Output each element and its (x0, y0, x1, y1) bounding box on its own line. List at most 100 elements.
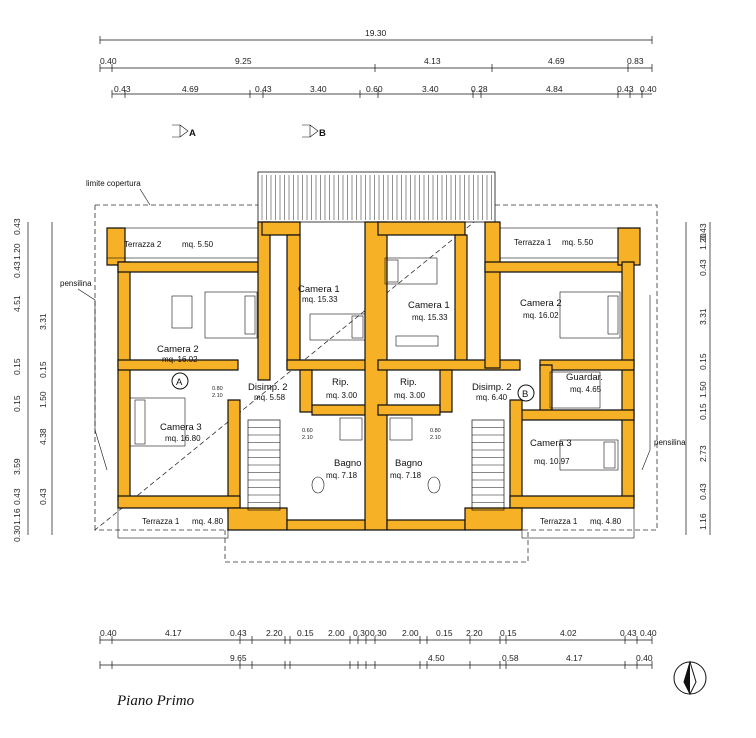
svg-text:0.43: 0.43 (698, 223, 708, 240)
svg-text:0.15: 0.15 (12, 358, 22, 375)
camera3-right-label: Camera 3 (530, 438, 572, 449)
svg-text:3.31: 3.31 (698, 308, 708, 325)
pensilina: pensilina pensilina (60, 279, 686, 471)
svg-text:4.02: 4.02 (560, 628, 577, 638)
dim-r3-5: 3.40 (422, 84, 439, 94)
dim-r3-6: 0.28 (471, 84, 488, 94)
terraces (106, 227, 635, 539)
svg-text:0.15: 0.15 (297, 628, 314, 638)
room-labels-right: Terrazza 1 mq. 5.50 Camera 1 mq. 15.33 C… (390, 238, 622, 526)
dim-r3-4: 0.60 (366, 84, 383, 94)
bagno-left-label: Bagno (334, 458, 361, 469)
camera2-left-label: Camera 2 (157, 344, 199, 355)
rip-left-label: Rip. (332, 377, 349, 388)
dim-r3-0: 0.43 (114, 84, 131, 94)
svg-text:1.20: 1.20 (12, 243, 22, 260)
dim-r2-3: 4.69 (548, 56, 565, 66)
svg-text:0.43: 0.43 (38, 488, 48, 505)
svg-text:0.15: 0.15 (698, 353, 708, 370)
svg-text:0.30: 0.30 (12, 525, 22, 542)
pensilina-left-label: pensilina (60, 279, 92, 288)
terrazza1-left-area: mq. 4.80 (192, 517, 224, 526)
svg-text:1.16: 1.16 (12, 508, 22, 525)
terrazza1-top-area: mq. 5.50 (562, 238, 594, 247)
dim-r3-7: 4.84 (546, 84, 563, 94)
svg-text:4.38: 4.38 (38, 428, 48, 445)
camera1-right-area: mq. 15.33 (412, 313, 448, 322)
dim-r3-2: 0.43 (255, 84, 272, 94)
disimp2-right-area: mq. 6.40 (476, 393, 508, 402)
svg-text:0.30: 0.30 (353, 628, 370, 638)
svg-text:4.17: 4.17 (566, 653, 583, 663)
svg-text:2.10: 2.10 (302, 435, 313, 441)
limite-copertura-label: limite copertura (86, 179, 141, 188)
svg-text:0.43: 0.43 (620, 628, 637, 638)
svg-text:0.15: 0.15 (500, 628, 517, 638)
dim-r2-2: 4.13 (424, 56, 441, 66)
svg-text:A: A (176, 377, 183, 388)
svg-text:4.50: 4.50 (428, 653, 445, 663)
svg-text:0.15: 0.15 (12, 395, 22, 412)
camera2-left-area: mq. 16.02 (162, 355, 198, 364)
bagno-left-area: mq. 7.18 (326, 471, 358, 480)
svg-text:4.17: 4.17 (165, 628, 182, 638)
furniture (129, 257, 621, 494)
dim-r2-0: 0.40 (100, 56, 117, 66)
svg-text:0.40: 0.40 (636, 653, 653, 663)
svg-text:0.15: 0.15 (698, 403, 708, 420)
pensilina-right-label: pensilina (654, 438, 686, 447)
dim-r2-1: 9.25 (235, 56, 252, 66)
svg-text:B: B (319, 128, 326, 139)
compass-north-icon (673, 660, 707, 696)
top-dimensions: 19.30 0.40 9.25 4.13 4.69 0.83 (99, 28, 657, 98)
svg-text:9.65: 9.65 (230, 653, 247, 663)
camera2-right-area: mq. 16.02 (523, 311, 559, 320)
section-marker-b: B (302, 124, 326, 139)
camera3-left-label: Camera 3 (160, 422, 202, 433)
svg-text:4.51: 4.51 (12, 295, 22, 312)
disimp2-left-label: Disimp. 2 (248, 382, 288, 393)
svg-text:0.15: 0.15 (436, 628, 453, 638)
svg-text:3.31: 3.31 (38, 313, 48, 330)
room-labels-left: Terrazza 2 mq. 5.50 Camera 1 mq. 15.33 C… (124, 240, 361, 526)
guardar-area: mq. 4.65 (570, 385, 602, 394)
dim-r3-1: 4.69 (182, 84, 199, 94)
svg-text:0.30: 0.30 (370, 628, 387, 638)
terrazza1-top-label: Terrazza 1 (514, 238, 552, 247)
svg-text:0.40: 0.40 (640, 628, 657, 638)
central-terrace-hatch (257, 171, 496, 223)
svg-text:2.00: 2.00 (328, 628, 345, 638)
plan-title: Piano Primo (116, 693, 195, 709)
stairs-left (247, 419, 281, 511)
svg-text:0.80: 0.80 (212, 386, 223, 392)
camera3-right-area: mq. 10.97 (534, 457, 570, 466)
svg-text:2.10: 2.10 (430, 435, 441, 441)
top-row3-ticks (111, 90, 643, 98)
walls (106, 221, 641, 531)
svg-text:0.58: 0.58 (502, 653, 519, 663)
svg-text:0.15: 0.15 (38, 361, 48, 378)
svg-text:0.60: 0.60 (302, 428, 313, 434)
guardar-label: Guardar. (566, 372, 603, 383)
bagno-right-label: Bagno (395, 458, 422, 469)
svg-text:0.43: 0.43 (12, 218, 22, 235)
camera2-right-label: Camera 2 (520, 298, 562, 309)
svg-text:2.20: 2.20 (466, 628, 483, 638)
disimp2-left-area: mq. 5.58 (254, 393, 286, 402)
svg-text:1.50: 1.50 (38, 391, 48, 408)
dim-overall: 19.30 (365, 28, 387, 38)
dim-r3-8: 0.43 (617, 84, 634, 94)
svg-text:1.20: 1.20 (698, 233, 708, 250)
svg-text:1.50: 1.50 (698, 381, 708, 398)
svg-text:A: A (189, 128, 196, 139)
rip-left-area: mq. 3.00 (326, 391, 358, 400)
svg-text:0.43: 0.43 (12, 488, 22, 505)
camera1-left-label: Camera 1 (298, 284, 340, 295)
right-dimensions: 0.43 1.20 0.43 3.31 0.15 1.50 0.15 2.73 … (685, 222, 711, 535)
left-dimensions: 0.43 1.20 0.43 4.51 0.15 0.15 3.59 0.43 … (12, 218, 53, 542)
terrazza1-left-label: Terrazza 1 (142, 517, 180, 526)
circle-marker-a: A (171, 372, 189, 390)
bagno-right-area: mq. 7.18 (390, 471, 422, 480)
svg-text:0.40: 0.40 (100, 628, 117, 638)
